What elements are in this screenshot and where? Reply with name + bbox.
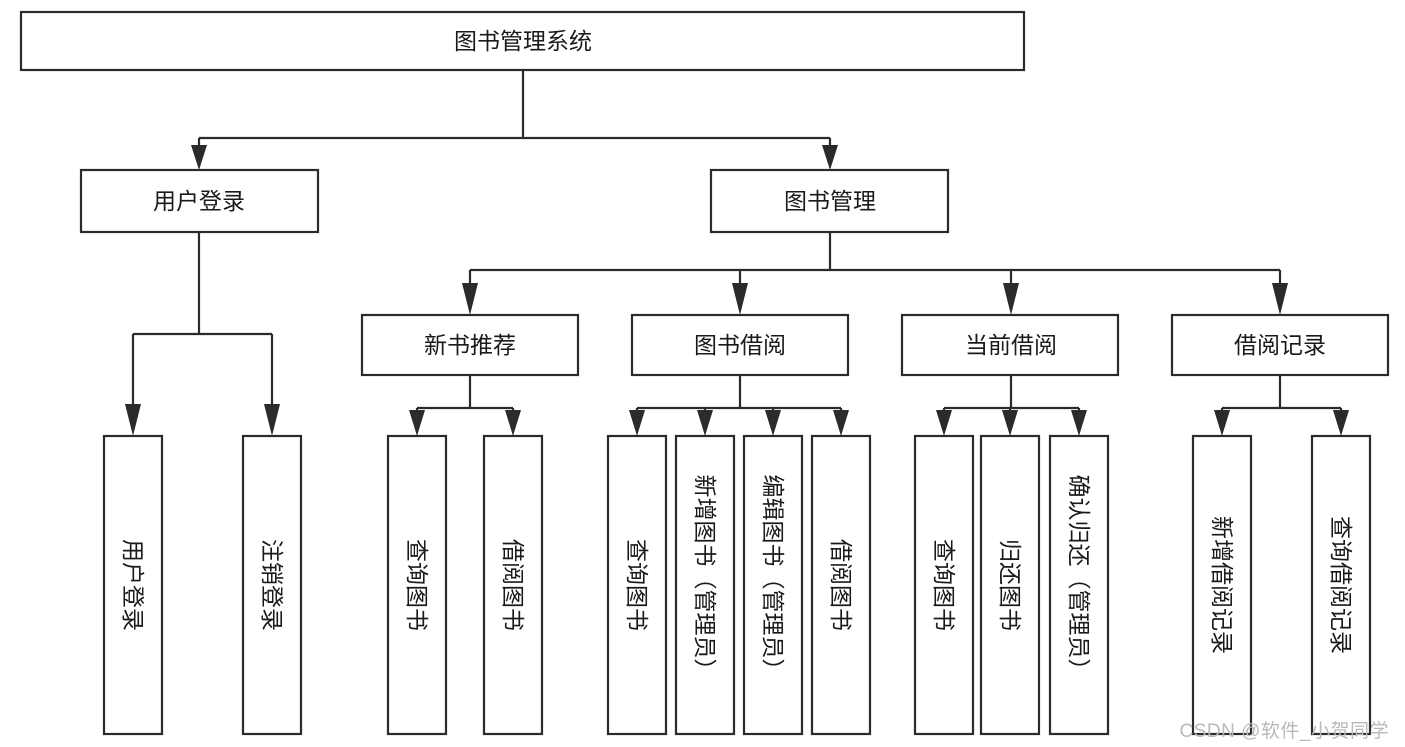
node-leaf-edit-book[interactable]: 编辑图书（管理员） — [742, 434, 804, 736]
node-user-login-box[interactable] — [79, 168, 320, 234]
node-leaf-borrow-book-2-box[interactable] — [810, 434, 872, 736]
node-leaf-return-book-box[interactable] — [979, 434, 1041, 736]
node-leaf-query-record-label: 查询借阅记录 — [1328, 516, 1354, 654]
node-leaf-confirm-return-box[interactable] — [1048, 434, 1110, 736]
arrow-head-leaf-edit-book — [765, 410, 781, 436]
node-borrow-record[interactable]: 借阅记录 — [1170, 313, 1390, 377]
node-book-borrow-box[interactable] — [630, 313, 850, 377]
node-current-borrow-box[interactable] — [900, 313, 1120, 377]
node-leaf-query-book-2[interactable]: 查询图书 — [606, 434, 668, 736]
node-leaf-add-book-box[interactable] — [674, 434, 736, 736]
arrow-head-leaf-add-record — [1214, 410, 1230, 436]
arrow-head-leaf-user-login — [125, 404, 141, 436]
node-leaf-borrow-book-1-label: 借阅图书 — [500, 539, 526, 631]
arrow-head-leaf-logout — [264, 404, 280, 436]
node-leaf-logout-box[interactable] — [241, 434, 303, 736]
node-leaf-query-record-box[interactable] — [1310, 434, 1372, 736]
node-borrow-record-box[interactable] — [1170, 313, 1390, 377]
node-leaf-borrow-book-2-label: 借阅图书 — [828, 539, 854, 631]
arrow-head-leaf-query-book-1 — [409, 410, 425, 436]
node-user-login[interactable]: 用户登录 — [79, 168, 320, 234]
node-leaf-borrow-book-1[interactable]: 借阅图书 — [482, 434, 544, 736]
node-leaf-query-book-3-box[interactable] — [913, 434, 975, 736]
node-new-book-rec-label: 新书推荐 — [424, 332, 516, 358]
node-leaf-add-book[interactable]: 新增图书（管理员） — [674, 434, 736, 736]
csdn-watermark: CSDN @软件_小贺同学 — [1179, 721, 1389, 742]
node-new-book-rec[interactable]: 新书推荐 — [360, 313, 580, 377]
arrow-head-leaf-return-book — [1002, 410, 1018, 436]
node-borrow-record-label: 借阅记录 — [1234, 332, 1326, 358]
arrow-head-book-mgmt — [822, 145, 838, 170]
node-leaf-return-book[interactable]: 归还图书 — [979, 434, 1041, 736]
node-leaf-query-record[interactable]: 查询借阅记录 — [1310, 434, 1372, 736]
node-leaf-query-book-2-label: 查询图书 — [624, 539, 650, 631]
arrow-head-leaf-query-record — [1333, 410, 1349, 436]
node-leaf-confirm-return[interactable]: 确认归还（管理员） — [1048, 434, 1110, 736]
arrow-head-leaf-add-book — [697, 410, 713, 436]
node-book-borrow-label: 图书借阅 — [694, 332, 786, 358]
node-root-box[interactable] — [19, 10, 1026, 72]
node-leaf-add-record-box[interactable] — [1191, 434, 1253, 736]
node-leaf-confirm-return-label: 确认归还（管理员） — [1066, 475, 1092, 682]
node-leaf-add-record-label: 新增借阅记录 — [1209, 516, 1235, 654]
arrow-head-current-borrow — [1003, 283, 1019, 315]
node-book-mgmt[interactable]: 图书管理 — [709, 168, 950, 234]
node-leaf-add-book-label: 新增图书（管理员） — [692, 475, 718, 682]
arrow-head-leaf-query-book-2 — [629, 410, 645, 436]
node-book-mgmt-label: 图书管理 — [784, 188, 876, 214]
node-leaf-query-book-3[interactable]: 查询图书 — [913, 434, 975, 736]
node-root[interactable]: 图书管理系统 — [19, 10, 1026, 72]
arrow-head-leaf-borrow-book-1 — [505, 410, 521, 436]
node-leaf-edit-book-box[interactable] — [742, 434, 804, 736]
arrow-head-book-borrow — [732, 283, 748, 315]
node-book-mgmt-box[interactable] — [709, 168, 950, 234]
arrow-head-borrow-record — [1272, 283, 1288, 315]
node-leaf-add-record[interactable]: 新增借阅记录 — [1191, 434, 1253, 736]
node-leaf-logout-label: 注销登录 — [259, 539, 285, 631]
node-leaf-borrow-book-1-box[interactable] — [482, 434, 544, 736]
node-leaf-user-login[interactable]: 用户登录 — [102, 434, 164, 736]
node-leaf-user-login-label: 用户登录 — [120, 539, 146, 631]
arrow-head-new-book-rec — [462, 283, 478, 315]
node-leaf-user-login-box[interactable] — [102, 434, 164, 736]
arrow-head-leaf-query-book-3 — [936, 410, 952, 436]
node-book-borrow[interactable]: 图书借阅 — [630, 313, 850, 377]
node-leaf-logout[interactable]: 注销登录 — [241, 434, 303, 736]
connector-layer — [125, 70, 1349, 436]
node-leaf-query-book-1-label: 查询图书 — [404, 539, 430, 631]
node-leaf-query-book-1[interactable]: 查询图书 — [386, 434, 448, 736]
node-leaf-query-book-2-box[interactable] — [606, 434, 668, 736]
node-user-login-label: 用户登录 — [153, 188, 245, 214]
arrow-head-leaf-confirm-return — [1071, 410, 1087, 436]
node-leaf-return-book-label: 归还图书 — [997, 539, 1023, 631]
node-leaf-borrow-book-2[interactable]: 借阅图书 — [810, 434, 872, 736]
node-leaf-edit-book-label: 编辑图书（管理员） — [760, 475, 786, 682]
node-current-borrow-label: 当前借阅 — [965, 332, 1057, 358]
node-leaf-query-book-3-label: 查询图书 — [931, 539, 957, 631]
arrow-head-user-login — [191, 145, 207, 170]
arrow-head-leaf-borrow-book-2 — [833, 410, 849, 436]
node-new-book-rec-box[interactable] — [360, 313, 580, 377]
node-current-borrow[interactable]: 当前借阅 — [900, 313, 1120, 377]
node-root-label: 图书管理系统 — [454, 28, 592, 54]
node-leaf-query-book-1-box[interactable] — [386, 434, 448, 736]
